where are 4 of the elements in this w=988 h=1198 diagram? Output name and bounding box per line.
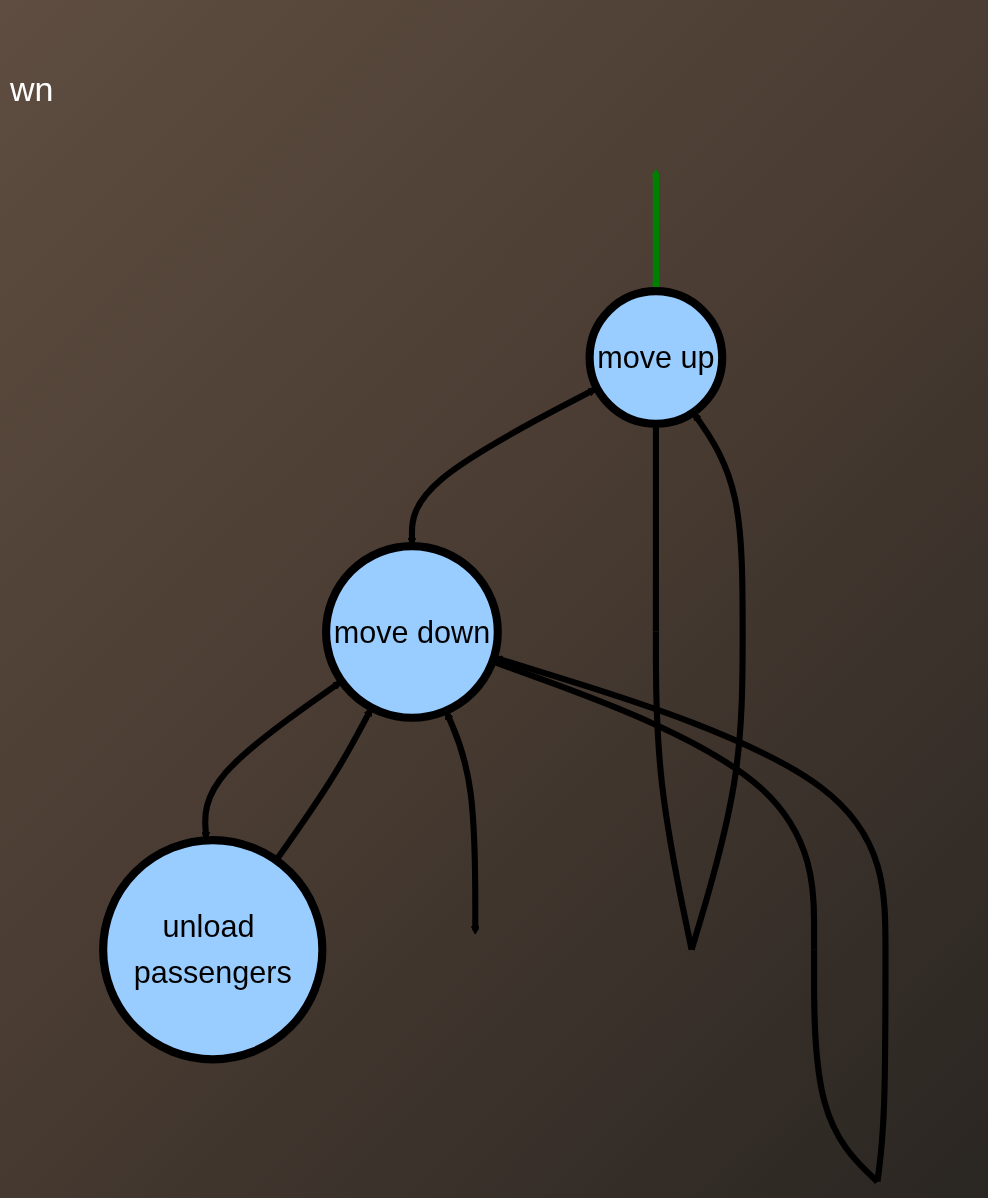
state-ellipse: unload passengers: [98, 836, 327, 1064]
state-ellipse: move down: [321, 541, 502, 722]
state-ellipse: move up: [585, 287, 726, 428]
label-text: wn: [10, 70, 54, 109]
